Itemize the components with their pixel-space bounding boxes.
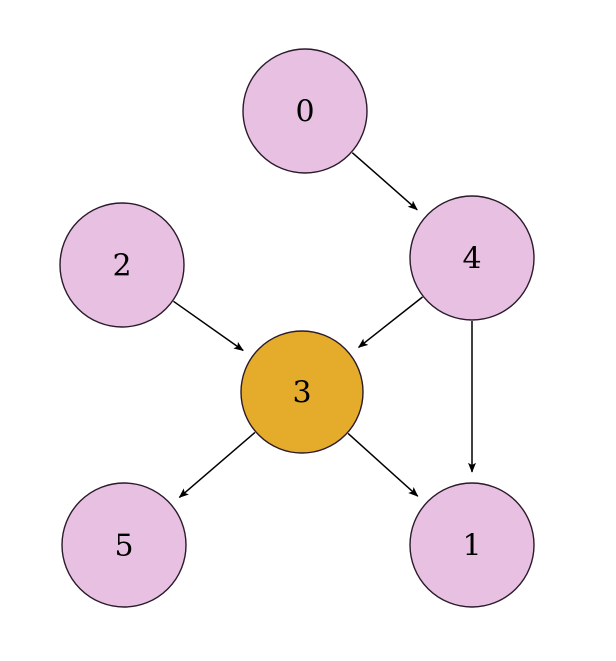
node-circle-4[interactable] (409, 195, 535, 321)
graph-edge (357, 296, 423, 349)
graph-edge (347, 432, 419, 497)
node-label-3: 3 (292, 376, 311, 411)
graph-edge (173, 300, 244, 352)
edges-layer (173, 152, 476, 498)
node-circle-0[interactable] (242, 48, 368, 174)
node-circle-5[interactable] (61, 482, 187, 608)
node-label-1: 1 (462, 529, 481, 564)
node-label-5: 5 (114, 529, 133, 564)
graph-edge (351, 152, 418, 211)
graph-node-0[interactable]: 0 (242, 48, 368, 174)
nodes-layer: 0 2 4 3 5 1 (59, 48, 535, 608)
node-label-0: 0 (295, 95, 314, 130)
node-circle-1[interactable] (409, 482, 535, 608)
node-circle-3[interactable] (240, 330, 364, 454)
node-circle-2[interactable] (59, 202, 185, 328)
graph-node-1[interactable]: 1 (409, 482, 535, 608)
graph-node-3[interactable]: 3 (240, 330, 364, 454)
graph-node-2[interactable]: 2 (59, 202, 185, 328)
graph-node-5[interactable]: 5 (61, 482, 187, 608)
graph-edge (178, 431, 256, 498)
graph-node-4[interactable]: 4 (409, 195, 535, 321)
node-label-4: 4 (462, 242, 481, 277)
node-label-2: 2 (112, 249, 131, 284)
